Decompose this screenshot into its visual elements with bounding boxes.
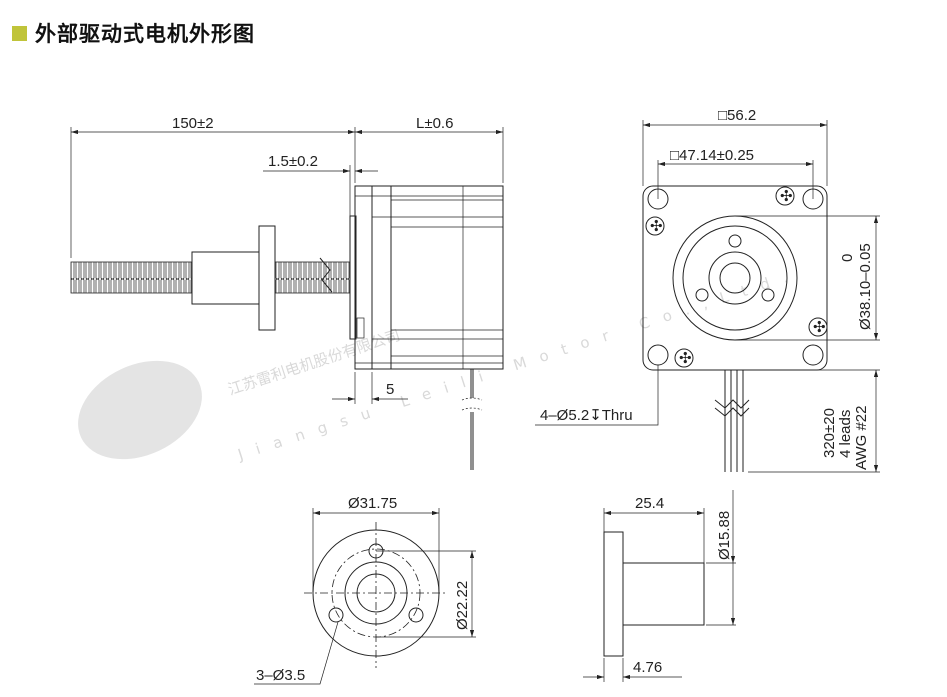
dim-mount-holes: 4–Ø5.2↧Thru	[540, 407, 633, 424]
dim-nut-pcd: Ø22.22	[454, 581, 471, 630]
section-title: 外部驱动式电机外形图	[12, 18, 255, 48]
dim-nut-length: 25.4	[635, 495, 664, 512]
lead-count: 4 leads	[837, 410, 854, 458]
watermark-logo-icon	[78, 360, 202, 460]
dim-boss-height: 1.5±0.2	[268, 153, 318, 170]
svg-text:✣: ✣	[780, 188, 793, 205]
dim-square: □56.2	[718, 107, 756, 124]
svg-text:✣: ✣	[650, 218, 663, 235]
dim-nut-holes: 3–Ø3.5	[256, 667, 305, 684]
nut-side-view: 25.4 Ø15.88 4.76	[583, 490, 736, 682]
dim-lead-length: 320±20	[821, 408, 838, 458]
dim-pilot-dia: Ø38.10–0.05	[857, 243, 874, 330]
svg-text:✣: ✣	[813, 319, 826, 336]
front-view: □56.2 □47.14±0.25 ✣ ✣ ✣ ✣ 0 Ø38.10–0.05	[535, 107, 880, 473]
title-bullet-icon	[12, 25, 27, 41]
dim-screw-length: 150±2	[172, 115, 214, 132]
dim-nut-body-dia: Ø15.88	[716, 511, 733, 560]
lead-awg: AWG #22	[853, 406, 870, 470]
watermark: 江苏雷利电机股份有限公司 Jiangsu Leili Motor Co.,Ltd…	[78, 264, 803, 464]
dim-nut-flange-thk: 4.76	[633, 659, 662, 676]
dim-pilot-tol-upper: 0	[839, 254, 856, 262]
dim-body-length: L±0.6	[416, 115, 453, 132]
side-view: 150±2 L±0.6 1.5±0.2 5	[70, 115, 504, 470]
dim-hole-pitch: □47.14±0.25	[670, 147, 754, 164]
dim-nut-flange-dia: Ø31.75	[348, 495, 397, 512]
title-text: 外部驱动式电机外形图	[35, 22, 255, 46]
dim-flange-depth: 5	[386, 381, 394, 398]
nut-front-view: Ø31.75 Ø22.22 3–Ø3.5	[254, 495, 476, 685]
watermark-cn: 江苏雷利电机股份有限公司	[226, 326, 403, 399]
screw-icons: ✣ ✣ ✣ ✣	[645, 186, 828, 368]
svg-text:✣: ✣	[679, 350, 692, 367]
